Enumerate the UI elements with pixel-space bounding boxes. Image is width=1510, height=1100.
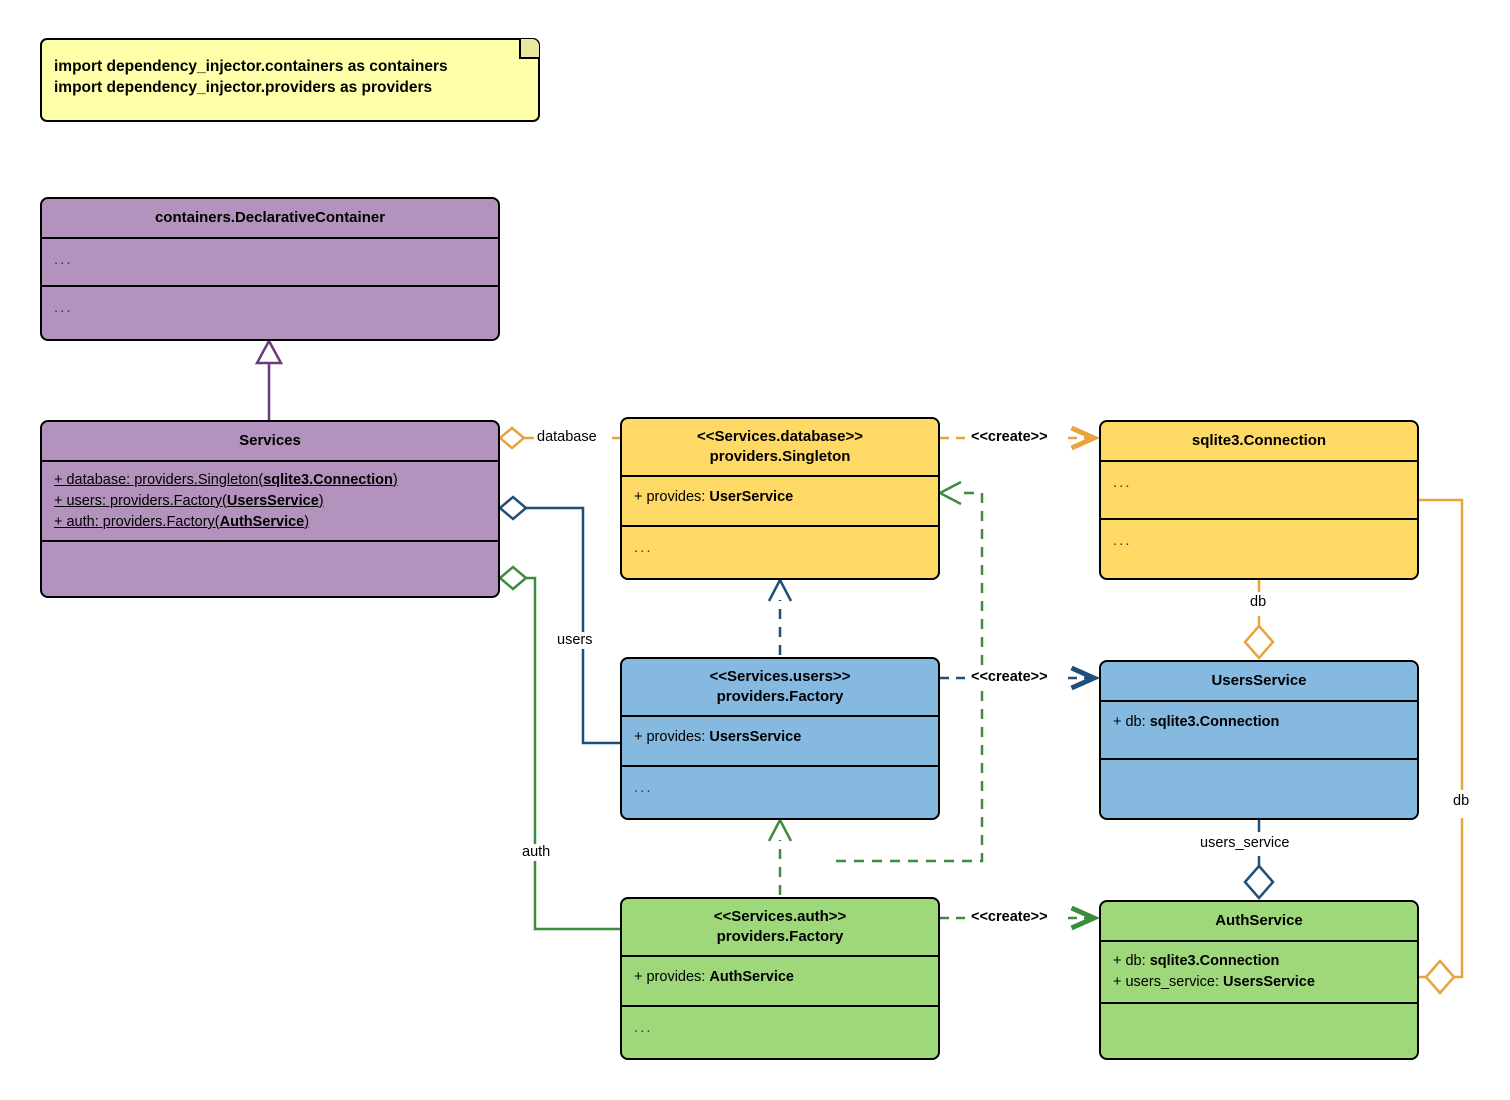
stereotype-services-users: <<Services.users>>	[709, 668, 851, 685]
class-title-auth-service: AuthService	[1101, 902, 1417, 942]
attributes-declarative-container: ...	[42, 239, 498, 287]
operations-declarative-container: ...	[54, 299, 73, 316]
attributes-services-auth: + provides: AuthService	[622, 957, 938, 1007]
edge-dep-users-to-database	[767, 579, 793, 655]
edge-label-create-auth-service: <<create>>	[968, 909, 1051, 926]
operations-services-auth: ...	[634, 1019, 653, 1036]
stereotype-services-database: <<Services.database>>	[697, 428, 863, 445]
edge-aggr-auth	[498, 565, 620, 931]
edge-label-auth: auth	[519, 844, 554, 861]
attribute-provides-userservice: + provides: UserService	[634, 489, 794, 505]
attribute-auth-users-service: + users_service: UsersService	[1113, 974, 1315, 990]
import-note: import dependency_injector.containers as…	[40, 38, 540, 122]
edge-label-users-service: users_service	[1197, 835, 1293, 852]
edge-label-create-users-service: <<create>>	[968, 669, 1051, 686]
attribute-auth-db: + db: sqlite3.Connection	[1113, 953, 1280, 969]
edge-label-create-connection: <<create>>	[968, 429, 1051, 446]
edge-aggr-db-auth	[1419, 498, 1464, 995]
class-services[interactable]: Services + database: providers.Singleton…	[40, 420, 500, 598]
attribute-users: + users: providers.Factory(UsersService)	[54, 493, 324, 509]
class-title-users-service: UsersService	[1101, 662, 1417, 702]
edge-dep-auth-to-users	[767, 819, 793, 895]
edge-label-db-users: db	[1247, 594, 1270, 611]
operations-services-database: ...	[634, 539, 653, 556]
attribute-database: + database: providers.Singleton(sqlite3.…	[54, 472, 398, 488]
class-auth-service[interactable]: AuthService + db: sqlite3.Connection + u…	[1099, 900, 1419, 1060]
class-declarative-container[interactable]: containers.DeclarativeContainer ... ...	[40, 197, 500, 341]
class-title-declarative-container: containers.DeclarativeContainer	[42, 199, 498, 239]
edge-label-users: users	[554, 632, 596, 649]
attribute-provides-usersservice: + provides: UsersService	[634, 729, 802, 745]
operations-services	[42, 542, 498, 592]
operations-auth-service	[1101, 1004, 1417, 1054]
stereotype-services-auth: <<Services.auth>>	[713, 908, 847, 925]
classname-services-database: providers.Singleton	[709, 448, 851, 465]
note-fold-icon	[519, 39, 539, 59]
note-line-2: import dependency_injector.providers as …	[54, 79, 433, 96]
edge-aggr-db-users	[1243, 580, 1275, 660]
class-title-services-auth: <<Services.auth>> providers.Factory	[622, 899, 938, 957]
attributes-services-users: + provides: UsersService	[622, 717, 938, 767]
attributes-services: + database: providers.Singleton(sqlite3.…	[42, 462, 498, 542]
attribute-auth: + auth: providers.Factory(AuthService)	[54, 514, 310, 530]
classname-services-auth: providers.Factory	[716, 928, 844, 945]
operations-users-service	[1101, 760, 1417, 818]
edge-aggr-users	[498, 495, 620, 745]
classname-services-users: providers.Factory	[716, 688, 844, 705]
operations-sqlite3-connection: ...	[1113, 532, 1132, 549]
class-title-sqlite3-connection: sqlite3.Connection	[1101, 422, 1417, 462]
note-line-1: import dependency_injector.containers as…	[54, 58, 448, 75]
edge-label-db-auth: db	[1450, 793, 1473, 810]
attribute-provides-authservice: + provides: AuthService	[634, 969, 794, 985]
attributes-auth-service: + db: sqlite3.Connection + users_service…	[1101, 942, 1417, 1004]
class-users-service[interactable]: UsersService + db: sqlite3.Connection	[1099, 660, 1419, 820]
attributes-sqlite3-connection: ...	[1101, 462, 1417, 520]
class-services-users[interactable]: <<Services.users>> providers.Factory + p…	[620, 657, 940, 820]
class-sqlite3-connection[interactable]: sqlite3.Connection ... ...	[1099, 420, 1419, 580]
class-services-auth[interactable]: <<Services.auth>> providers.Factory + pr…	[620, 897, 940, 1060]
operations-services-users: ...	[634, 779, 653, 796]
class-title-services-database: <<Services.database>> providers.Singleto…	[622, 419, 938, 477]
attributes-services-database: + provides: UserService	[622, 477, 938, 527]
class-services-database[interactable]: <<Services.database>> providers.Singleto…	[620, 417, 940, 580]
edge-inherit-services	[254, 338, 284, 420]
edge-aggr-users-service-auth	[1243, 820, 1275, 900]
class-title-services-users: <<Services.users>> providers.Factory	[622, 659, 938, 717]
edge-label-database: database	[534, 429, 600, 446]
attribute-db-connection: + db: sqlite3.Connection	[1113, 714, 1280, 730]
attributes-users-service: + db: sqlite3.Connection	[1101, 702, 1417, 760]
class-title-services: Services	[42, 422, 498, 462]
